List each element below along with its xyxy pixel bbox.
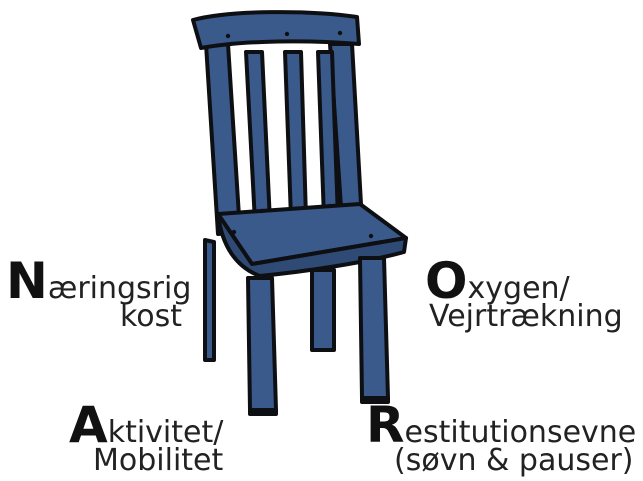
- chair-dot: [328, 204, 332, 208]
- chair-dot: [232, 230, 236, 234]
- pillar-oxygen: Oxygen/ Vejrtrækning: [425, 256, 623, 332]
- chair-top-rail: [193, 12, 359, 48]
- pillar-subtitle: Vejrtrækning: [425, 302, 623, 332]
- chair-leg-cap-left: [250, 410, 276, 414]
- chair-front-leg-right: [360, 258, 388, 398]
- chair-dot: [226, 34, 230, 38]
- pillar-subtitle: (søvn & pauser): [366, 446, 636, 476]
- chair-dot: [285, 32, 289, 36]
- pillar-aktivitet: Aktivitet/ Mobilitet: [69, 400, 223, 476]
- chair-dot: [369, 234, 373, 238]
- chair-dot: [260, 209, 264, 213]
- chair-slat-2: [285, 52, 306, 218]
- pillar-naeringsrig-kost: Næringsrig kost: [6, 256, 191, 332]
- chair-dot: [338, 31, 342, 35]
- chair-back-leg-right: [312, 270, 334, 350]
- pillar-subtitle: Mobilitet: [69, 446, 223, 476]
- pillar-restitutionsevne: Restitutionsevne (søvn & pauser): [366, 400, 636, 476]
- chair-front-leg-left: [248, 278, 276, 410]
- chair-back-post-left: [206, 44, 240, 234]
- chair-slat-1: [246, 52, 270, 222]
- pillar-initial: N: [6, 252, 48, 310]
- chair-back-leg-left: [205, 240, 214, 360]
